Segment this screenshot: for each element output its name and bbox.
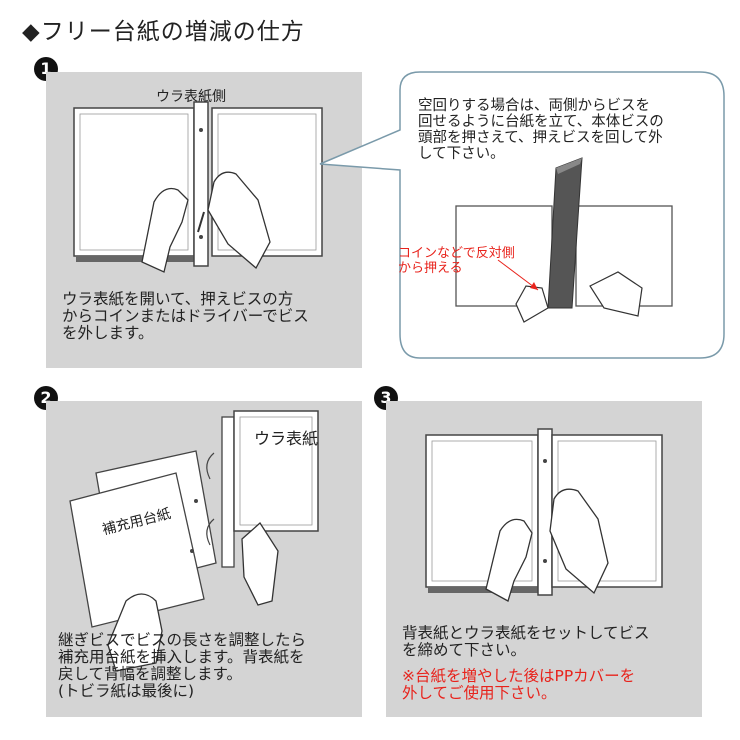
bubble-text: 空回りする場合は、両側からビスを 回せるように台紙を立て、本体ビスの 頭部を押さ… xyxy=(418,98,664,162)
speech-bubble xyxy=(319,71,725,359)
step-3-text: 背表紙とウラ表紙をセットしてビス を締めて下さい。 xyxy=(402,624,650,659)
step-1-illustration xyxy=(73,101,323,273)
step-2-illustration xyxy=(69,410,319,672)
step-1-text: ウラ表紙を開いて、押えビスの方 からコインまたはドライバーでビス を外します。 xyxy=(62,290,309,342)
coin-label: コインなどで反対側 から押える xyxy=(398,246,515,276)
back-cover-label: ウラ表紙 xyxy=(254,429,319,448)
step-1-caption: ウラ表紙側 xyxy=(156,89,226,105)
step-2-text: 継ぎビスでビスの長さを調整したら 補充用台紙を挿入します。背表紙を 戻して背幅を… xyxy=(58,631,307,700)
step-3-note: ※台紙を増やした後はPPカバーを 外してご使用下さい。 xyxy=(402,667,636,702)
page-title: ◆フリー台紙の増減の仕方 xyxy=(22,19,305,45)
step-3-illustration xyxy=(425,428,663,602)
